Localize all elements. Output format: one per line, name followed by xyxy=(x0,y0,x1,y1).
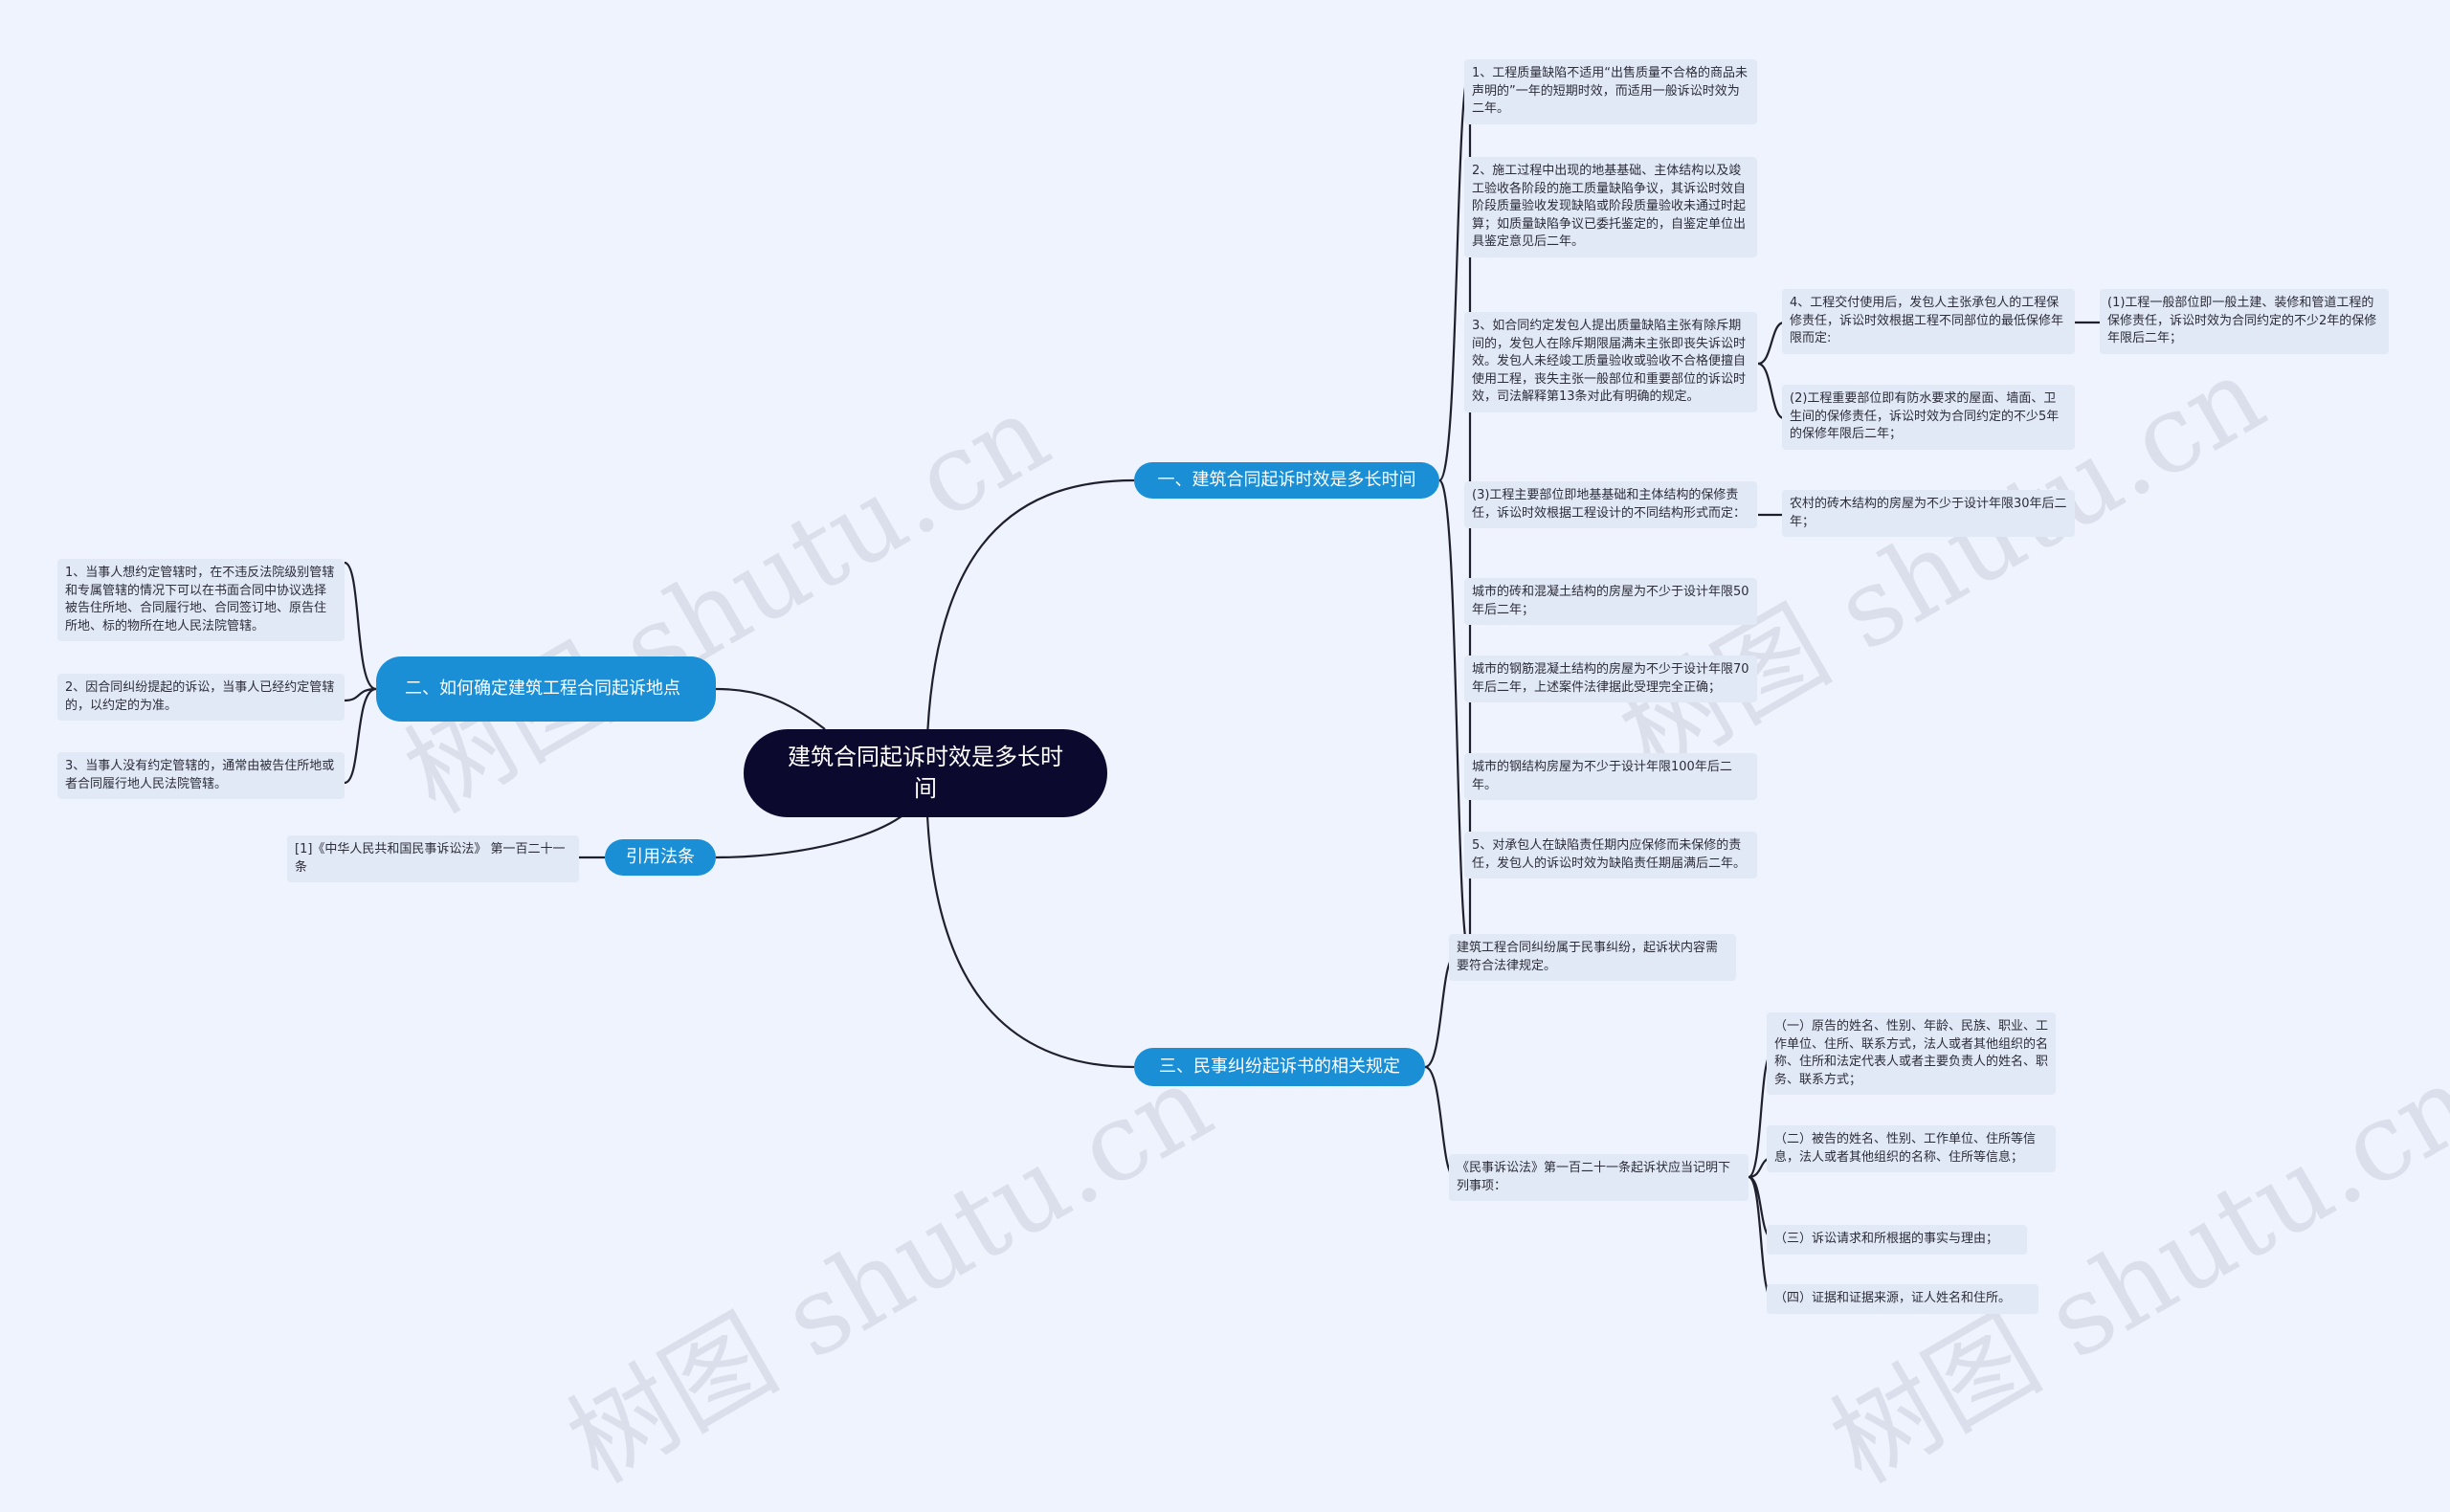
leaf-item[interactable]: 3、如合同约定发包人提出质量缺陷主张有除斥期间的，发包人在除斥期限届满未主张即丧… xyxy=(1464,312,1757,412)
connector-root-b4 xyxy=(924,776,1135,1069)
leaf-item[interactable]: 4、工程交付使用后，发包人主张承包人的工程保修责任，诉讼时效根据工程不同部位的最… xyxy=(1782,289,2075,354)
mind-map-canvas: 树图 shutu.cn 树图 shutu.cn 树图 shutu.cn 树图 s… xyxy=(57,59,2450,1507)
leaf-item[interactable]: 5、对承包人在缺陷责任期内应保修而未保修的责任，发包人的诉讼时效为缺陷责任期届满… xyxy=(1464,832,1757,878)
leaf-item[interactable]: 2、施工过程中出现的地基基础、主体结构以及竣工验收各阶段的施工质量缺陷争议，其诉… xyxy=(1464,157,1757,257)
branch-citations[interactable]: 引用法条 xyxy=(605,839,716,876)
branch-label: 三、民事纠纷起诉书的相关规定 xyxy=(1159,1056,1400,1077)
connector-lines xyxy=(344,69,2102,1301)
leaf-item[interactable]: 城市的砖和混凝土结构的房屋为不少于设计年限50年后二年； xyxy=(1464,578,1757,625)
leaf-item[interactable]: （二）被告的姓名、性别、工作单位、住所等信息，法人或者其他组织的名称、住所等信息… xyxy=(1767,1125,2056,1172)
bracket-i3 xyxy=(1757,321,1785,420)
root-topic-label: 建筑合同起诉时效是多长时间 xyxy=(788,744,1063,802)
leaf-item[interactable]: 1、工程质量缺陷不适用“出售质量不合格的商品未声明的”一年的短期时效，而适用一般… xyxy=(1464,59,1757,124)
branch-label: 一、建筑合同起诉时效是多长时间 xyxy=(1157,470,1416,490)
bracket-b2 xyxy=(344,561,377,785)
leaf-item[interactable]: （三）诉讼请求和所根据的事实与理由； xyxy=(1767,1225,2027,1255)
leaf-item[interactable]: 1、当事人想约定管辖时，在不违反法院级别管辖和专属管辖的情况下可以在书面合同中协… xyxy=(57,559,345,641)
leaf-item[interactable]: (3)工程主要部位即地基基础和主体结构的保修责任，诉讼时效根据工程设计的不同结构… xyxy=(1464,481,1757,528)
connector-root-b1 xyxy=(924,478,1135,778)
bracket-m2 xyxy=(1748,1051,1773,1301)
leaf-item[interactable]: 3、当事人没有约定管辖的，通常由被告住所地或者合同履行地人民法院管辖。 xyxy=(57,752,345,799)
branch-label: 二、如何确定建筑工程合同起诉地点 xyxy=(405,678,680,699)
leaf-item[interactable]: 《民事诉讼法》第一百二十一条起诉状应当记明下列事项： xyxy=(1449,1154,1748,1201)
leaf-item[interactable]: 城市的钢结构房屋为不少于设计年限100年后二年。 xyxy=(1464,753,1757,800)
branch-venue[interactable]: 二、如何确定建筑工程合同起诉地点 xyxy=(376,656,716,722)
leaf-item[interactable]: 2、因合同纠纷提起的诉讼，当事人已经约定管辖的，以约定的为准。 xyxy=(57,674,345,721)
connector-root-b2 xyxy=(715,687,826,730)
branch-complaint-rules[interactable]: 三、民事纠纷起诉书的相关规定 xyxy=(1134,1048,1425,1086)
leaf-item[interactable]: (1)工程一般部位即一般土建、装修和管道工程的保修责任，诉讼时效为合同约定的不少… xyxy=(2100,289,2389,354)
leaf-item[interactable]: （四）证据和证据来源，证人姓名和住所。 xyxy=(1767,1284,2038,1314)
root-topic[interactable]: 建筑合同起诉时效是多长时间 xyxy=(744,729,1107,817)
bracket-b4 xyxy=(1424,955,1456,1179)
leaf-item[interactable]: 建筑工程合同纠纷属于民事纠纷，起诉状内容需要符合法律规定。 xyxy=(1449,934,1736,981)
leaf-item[interactable]: （一）原告的姓名、性别、年龄、民族、职业、工作单位、住所、联系方式，法人或者其他… xyxy=(1767,1012,2056,1095)
leaf-item[interactable]: [1]《中华人民共和国民事诉讼法》 第一百二十一条 xyxy=(287,835,579,882)
leaf-item[interactable]: 农村的砖木结构的房屋为不少于设计年限30年后二年； xyxy=(1782,490,2075,537)
branch-label: 引用法条 xyxy=(626,847,695,867)
leaf-item[interactable]: (2)工程重要部位即有防水要求的屋面、墙面、卫生间的保修责任，诉讼时效为合同约定… xyxy=(1782,385,2075,450)
branch-limitation-period[interactable]: 一、建筑合同起诉时效是多长时间 xyxy=(1134,462,1439,499)
leaf-item[interactable]: 城市的钢筋混凝土结构的房屋为不少于设计年限70年后二年，上述案件法律据此受理完全… xyxy=(1464,656,1757,702)
